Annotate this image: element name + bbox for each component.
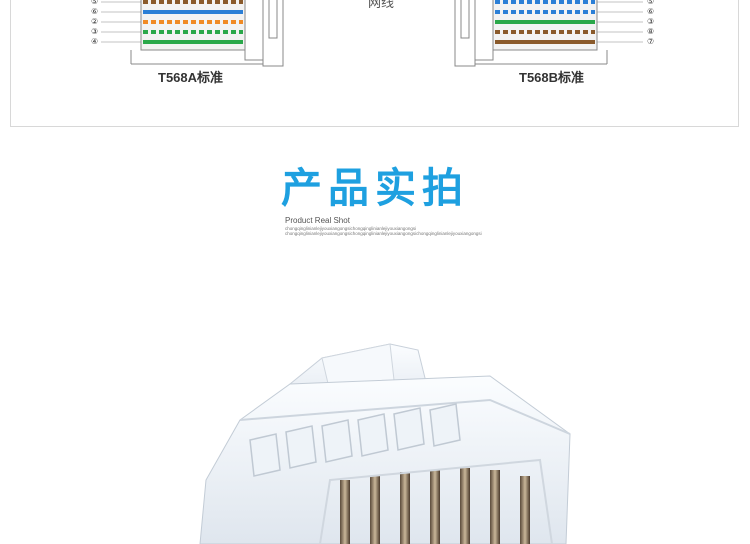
pin-label: ⑥ (91, 7, 98, 16)
pinyin-line: chongqinglinianlejiyouxiangongsichongqin… (285, 226, 417, 231)
t568b-label: T568B标准 (519, 70, 585, 85)
pin-label: ⑥ (647, 7, 654, 16)
pin-label: ③ (91, 27, 98, 36)
t568b-diagram: ⑤ ⑥ ③ ⑧ ⑦ (454, 0, 654, 67)
pin-label: ⑧ (647, 27, 654, 36)
rj45-connector-image (199, 343, 571, 544)
pin-label: ③ (647, 17, 654, 26)
section-title: 产品实拍 (281, 164, 469, 212)
cable-label: 网线 (367, 0, 394, 10)
t568a-label: T568A标准 (158, 70, 224, 85)
wiring-diagram-panel: ⑤ ⑥ ② ③ ④ T568A标准 网线 (10, 0, 739, 127)
section-subtitle: Product Real Shot (285, 216, 350, 225)
pinyin-line: chongqinglinianlejiyouxiangongsichongqin… (285, 231, 482, 236)
pin-label: ⑦ (647, 37, 654, 46)
pin-label: ⑤ (91, 0, 98, 6)
pin-label: ④ (91, 37, 98, 46)
pin-label: ⑤ (647, 0, 654, 6)
t568a-diagram: ⑤ ⑥ ② ③ ④ (91, 0, 284, 67)
pin-label: ② (91, 17, 98, 26)
